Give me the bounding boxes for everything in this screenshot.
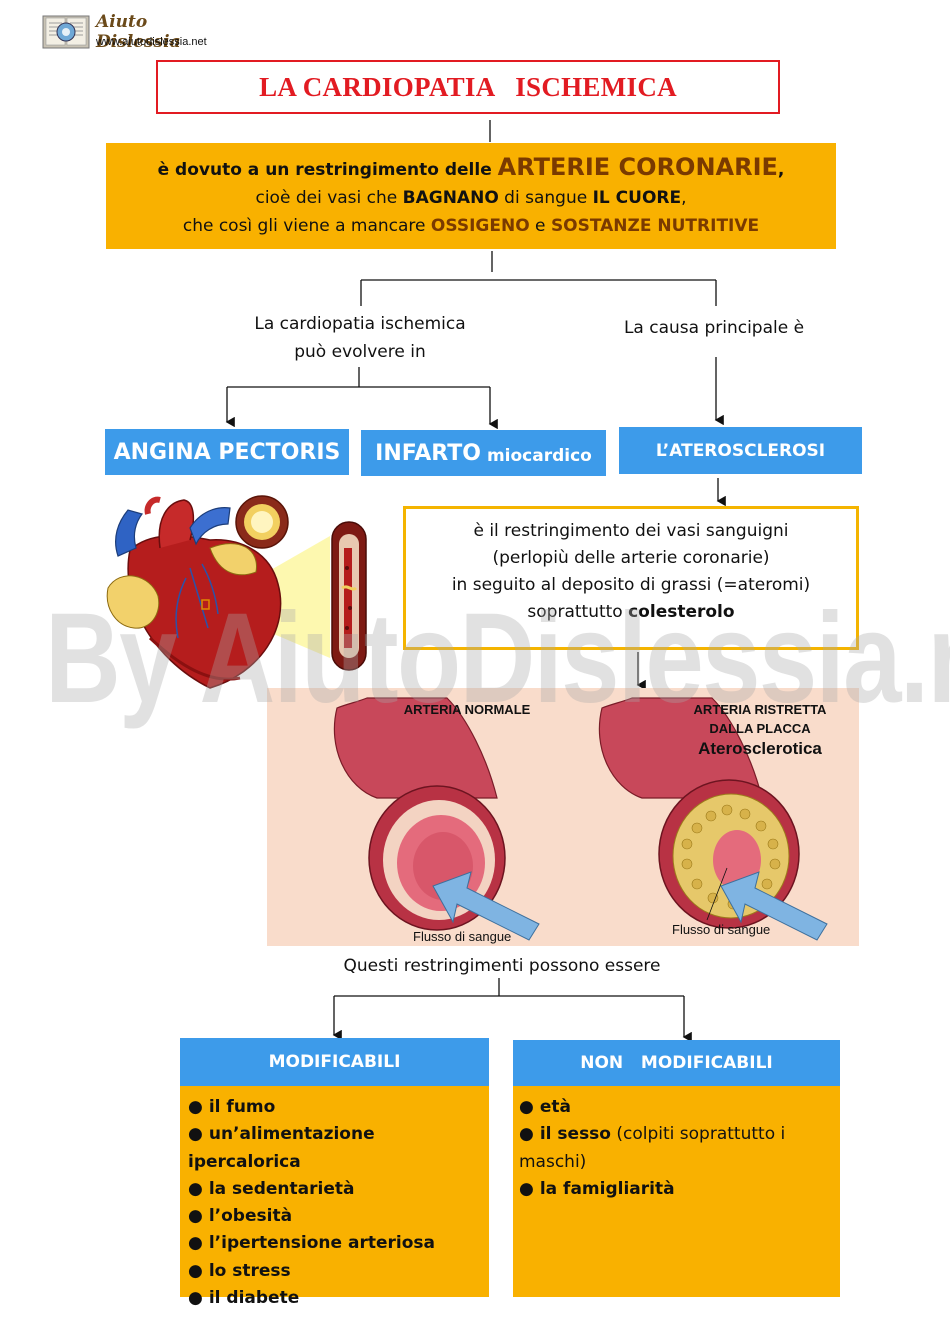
bullet: ● — [519, 1124, 534, 1145]
infarto-sub-label: miocardico — [486, 445, 592, 466]
restrictions-label: Questi restringimenti possono essere — [343, 956, 661, 976]
evolve-label-line: La cardiopatia ischemica — [254, 314, 466, 334]
list-item-text: lo stress — [208, 1260, 291, 1281]
cause-label: La causa principale è — [623, 318, 805, 338]
definition-line-1: è dovuto a un restringimento delle ARTER… — [106, 153, 836, 184]
definition-line-2: cioè dei vasi che BAGNANO di sangue IL C… — [106, 184, 836, 212]
athero-def-line: è il restringimento dei vasi sanguigni — [473, 521, 789, 541]
site-logo[interactable]: Aiuto Dislessia www.aiutodislessia.net — [42, 10, 227, 54]
non-modifiable-list: ●età ●il sesso (colpiti soprattutto i ma… — [513, 1086, 840, 1297]
definition-text: , — [681, 188, 687, 208]
evolve-label-line: può evolvere in — [294, 342, 426, 362]
evolve-label: La cardiopatia ischemica può evolvere in — [230, 310, 490, 366]
book-icon — [42, 15, 90, 49]
definition-text: e — [529, 216, 551, 236]
modifiable-list: ●il fumo ●un’alimentazione ipercalorica … — [180, 1086, 489, 1308]
definition-bold: IL CUORE — [592, 188, 682, 208]
artery-drawings — [333, 697, 828, 941]
list-item-text: età — [539, 1097, 571, 1117]
definition-text: di sangue — [498, 188, 593, 208]
list-item-text: l’ipertensione arteriosa — [208, 1233, 435, 1254]
list-item-text: l’obesità — [208, 1206, 293, 1227]
list-item: ●la sedentarietà — [188, 1176, 481, 1203]
list-item: ●il fumo — [188, 1094, 481, 1121]
athero-def-text: soprattutto — [527, 602, 629, 622]
list-item: ●la famigliarità — [519, 1176, 832, 1203]
normal-artery-label: ARTERIA NORMALE — [403, 702, 531, 717]
narrow-label-line: DALLA PLACCA — [709, 721, 811, 736]
bullet: ● — [188, 1260, 203, 1281]
bullet: ● — [188, 1124, 203, 1145]
narrow-label-line: Aterosclerotica — [698, 739, 822, 758]
definition-text: cioè dei vasi che — [255, 188, 403, 208]
list-item-text: un’alimentazione ipercalorica — [188, 1124, 375, 1172]
list-item: ●il diabete — [188, 1285, 481, 1312]
heart-illustration — [106, 495, 367, 689]
logo-url[interactable]: www.aiutodislessia.net — [96, 36, 207, 48]
list-item: ●il sesso (colpiti soprattutto i — [519, 1121, 832, 1148]
list-item-text: il sesso — [539, 1124, 611, 1145]
bullet: ● — [188, 1178, 203, 1199]
list-item-detail: maschi) — [519, 1151, 587, 1172]
title-box: LA CARDIOPATIA ISCHEMICA — [156, 60, 780, 114]
non-modifiable-heading: NON MODIFICABILI — [513, 1040, 840, 1086]
narrow-label-line: ARTERIA RISTRETTA — [693, 702, 827, 717]
narrow-artery-label: ARTERIA RISTRETTA DALLA PLACCA Ateroscle… — [667, 700, 853, 760]
list-item-text: il diabete — [208, 1288, 300, 1309]
definition-text: che così gli viene a mancare — [182, 216, 431, 236]
definition-bold: BAGNANO — [402, 188, 499, 208]
oxygen-highlight: OSSIGENO — [430, 216, 530, 236]
list-item-detail: (colpiti soprattutto i — [610, 1124, 786, 1145]
angina-pectoris-box: ANGINA PECTORIS — [105, 429, 349, 475]
modifiable-heading-text: MODIFICABILI — [268, 1052, 401, 1072]
definition-text: è dovuto a un restringimento delle — [157, 160, 498, 180]
athero-def-line: in seguito al deposito di grassi (=atero… — [451, 575, 811, 595]
artery-comparison-illustration: ARTERIA NORMALE ARTERIA RISTRETTA DALLA … — [267, 688, 859, 946]
bullet: ● — [188, 1097, 203, 1117]
definition-line-3: che così gli viene a mancare OSSIGENO e … — [106, 212, 836, 240]
bullet: ● — [519, 1178, 534, 1199]
page-title: LA CARDIOPATIA ISCHEMICA — [259, 71, 677, 102]
angina-label: ANGINA PECTORIS — [113, 439, 341, 465]
coronary-arteries-highlight: ARTERIE CORONARIE — [497, 153, 778, 181]
bullet: ● — [188, 1206, 203, 1227]
athero-def-line: (perlopiù delle arterie coronarie) — [492, 548, 770, 568]
atherosclerosis-label: L’ATEROSCLEROSI — [655, 440, 826, 461]
list-item: ●un’alimentazione ipercalorica — [188, 1121, 481, 1176]
logo-title: Aiuto Dislessia — [96, 12, 181, 52]
list-item: ●lo stress — [188, 1258, 481, 1285]
infarto-label: INFARTO — [375, 440, 481, 466]
bullet: ● — [519, 1097, 534, 1117]
list-item: ●l’obesità — [188, 1203, 481, 1230]
nutrients-highlight: SOSTANZE NUTRITIVE — [550, 216, 760, 236]
modifiable-heading: MODIFICABILI — [180, 1038, 489, 1086]
non-modifiable-heading-text: NON MODIFICABILI — [580, 1053, 773, 1073]
list-item-text: la famigliarità — [539, 1178, 675, 1199]
bullet: ● — [188, 1233, 203, 1254]
cholesterol-highlight: colesterolo — [628, 602, 735, 622]
flow-label-normal: Flusso di sangue — [413, 929, 512, 944]
bullet: ● — [188, 1288, 203, 1309]
list-item: ●età — [519, 1094, 832, 1121]
list-item-text: il fumo — [208, 1097, 276, 1117]
list-item: ●l’ipertensione arteriosa — [188, 1230, 481, 1257]
flow-label-narrow: Flusso di sangue — [672, 922, 771, 937]
definition-box: è dovuto a un restringimento delle ARTER… — [106, 143, 836, 249]
atherosclerosis-definition-box: è il restringimento dei vasi sanguigni (… — [403, 506, 859, 650]
atherosclerosis-box: L’ATEROSCLEROSI — [619, 427, 862, 474]
definition-comma: , — [777, 160, 785, 180]
athero-def-line: soprattutto colesterolo — [406, 599, 856, 626]
list-item-text: la sedentarietà — [208, 1178, 355, 1199]
